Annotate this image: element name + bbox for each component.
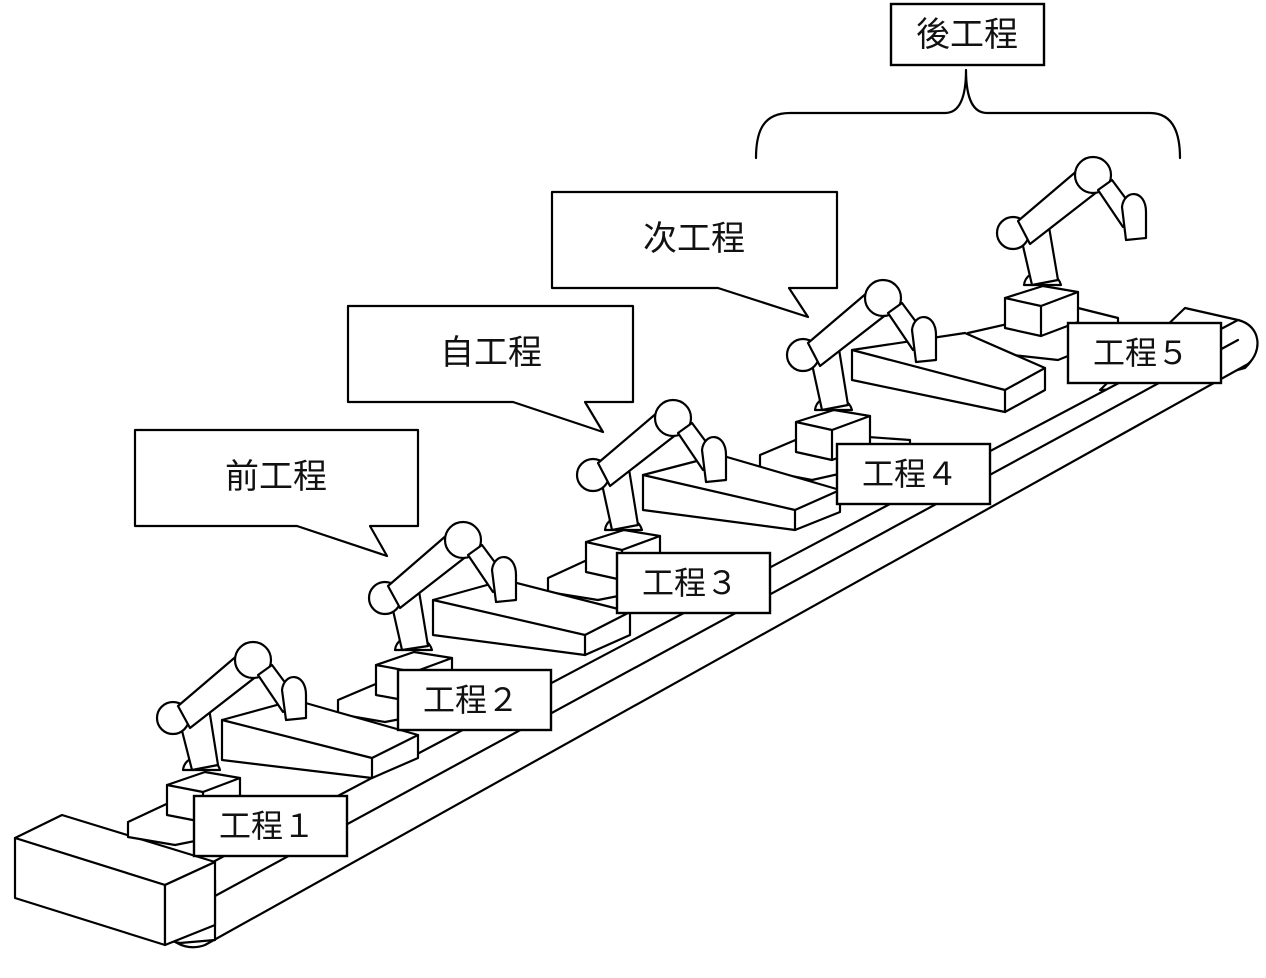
station-label-5: 工程５ <box>1066 321 1223 385</box>
robot-arm-2 <box>367 520 518 704</box>
station-label-5-text: 工程５ <box>1093 334 1189 372</box>
station-label-3-text: 工程３ <box>642 564 738 602</box>
station-label-1: 工程１ <box>192 794 349 858</box>
station-label-4: 工程４ <box>835 442 992 506</box>
downstream-brace <box>754 68 1182 160</box>
station-label-4-text: 工程４ <box>862 455 958 493</box>
callout-previous-text: 前工程 <box>225 457 327 497</box>
downstream-title-box: 後工程 <box>889 2 1046 67</box>
station-label-3: 工程３ <box>615 551 772 615</box>
station-label-2-text: 工程２ <box>423 681 519 719</box>
callout-previous-process: 前工程 <box>133 428 420 558</box>
robot-arm-5 <box>995 155 1148 338</box>
callout-current-text: 自工程 <box>440 333 542 373</box>
station-label-2: 工程２ <box>396 668 553 732</box>
callout-current-process: 自工程 <box>346 304 635 434</box>
robot-arm-4 <box>785 278 938 462</box>
callout-next-process: 次工程 <box>550 190 839 319</box>
conveyor-end-block <box>13 813 217 947</box>
downstream-title: 後工程 <box>916 15 1018 55</box>
station-label-1-text: 工程１ <box>219 807 315 845</box>
callout-next-text: 次工程 <box>643 219 745 259</box>
